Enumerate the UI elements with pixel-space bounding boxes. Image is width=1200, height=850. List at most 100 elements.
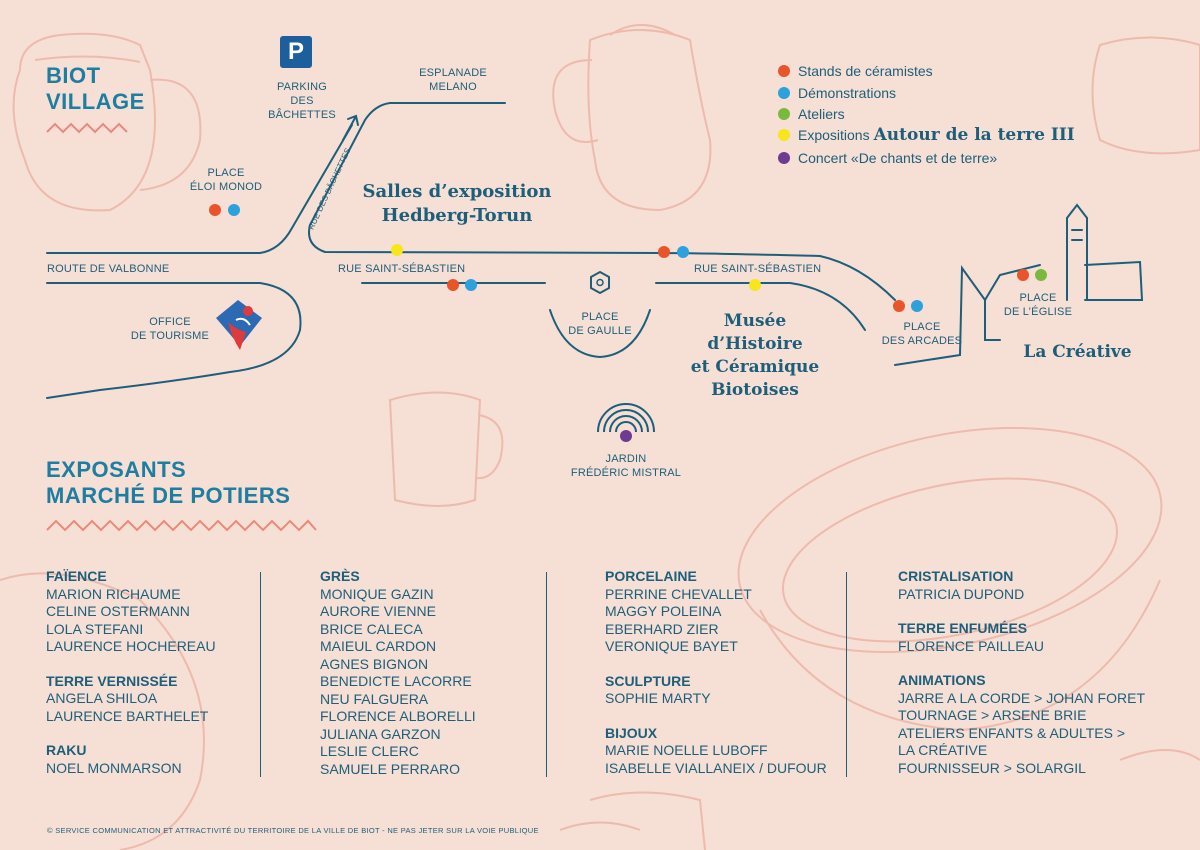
legend-label: Stands de céramistes (798, 63, 933, 79)
group-spacer (605, 656, 827, 673)
exhibitor-name: AURORE VIENNE (320, 603, 436, 619)
exhibitor-name: MAGGY POLEINA (605, 603, 722, 619)
legend-item: Concert «De chants et de terre» (778, 150, 997, 166)
category-heading: RAKU (46, 742, 87, 758)
exhibitor-name: NEU FALGUERA (320, 690, 429, 707)
group-spacer (898, 603, 1145, 620)
column-divider (846, 572, 847, 777)
exhibitor-name: ANGELA SHILOA (46, 690, 158, 706)
orange-dot-icon (778, 65, 790, 77)
title-line-1: BIOT (46, 63, 101, 88)
legend-item: Ateliers (778, 106, 845, 122)
column-divider (546, 572, 547, 777)
exhibitor-name: JARRE A LA CORDE > JOHAN FORET (898, 689, 1146, 706)
legend-item: Démonstrations (778, 85, 896, 101)
page-title: BIOT VILLAGE (46, 63, 145, 115)
exhibitor-name: SAMUELE PERRARO (320, 760, 461, 777)
section-title-line-2: MARCHÉ DE POTIERS (46, 483, 291, 508)
legend-label: Expositions (798, 127, 870, 143)
section-title-line-1: EXPOSANTS (46, 457, 187, 482)
category-heading: GRÈS (320, 568, 360, 584)
exhibitor-name: MARION RICHAUME (46, 585, 181, 602)
exhibitor-name: TOURNAGE > ARSENE BRIE (898, 707, 1087, 723)
group-spacer (605, 708, 827, 725)
yellow-dot-icon (778, 129, 790, 141)
section-title: EXPOSANTS MARCHÉ DE POTIERS (46, 457, 290, 509)
footer-credit: © SERVICE COMMUNICATION ET ATTRACTIVITÉ … (47, 826, 539, 835)
zigzag-decoration (46, 122, 128, 134)
exhibitor-name: FOURNISSEUR > SOLARGIL (898, 759, 1086, 776)
category-heading: CRISTALISATION (898, 568, 1014, 584)
exhibitor-name: LA CRÉATIVE (898, 742, 988, 758)
category-heading: TERRE VERNISSÉE (46, 672, 178, 689)
exhibitor-name: NOEL MONMARSON (46, 759, 182, 776)
legend-label: Concert «De chants et de terre» (798, 150, 998, 166)
exhibitor-name: BENEDICTE LACORRE (320, 673, 472, 689)
group-spacer (46, 656, 216, 673)
exhibitor-name: LAURENCE HOCHEREAU (46, 638, 216, 654)
legend-label: Ateliers (798, 106, 845, 122)
category-heading: SCULPTURE (605, 672, 691, 689)
title-line-2: VILLAGE (46, 89, 145, 114)
rue-saint-sebastien-label: RUE SAINT-SÉBASTIEN (338, 263, 466, 275)
legend-item: Expositions Autour de la terre III (778, 125, 1075, 145)
exhibitor-name: LOLA STEFANI (46, 620, 144, 637)
zigzag-decoration (46, 519, 317, 532)
category-heading: TERRE ENFUMÉES (898, 620, 1028, 636)
exhibitor-name: MONIQUE GAZIN (320, 585, 434, 602)
category-heading: FAÏENCE (46, 568, 107, 584)
exhibitor-name: ISABELLE VIALLANEIX / DUFOUR (605, 759, 827, 776)
parking-icon: P (280, 36, 312, 68)
category-heading: ANIMATIONS (898, 672, 986, 688)
exhibitor-name: MARIE NOELLE LUBOFF (605, 742, 768, 758)
exhibitor-name: EBERHARD ZIER (605, 620, 719, 637)
pottery-decoration (0, 24, 1200, 850)
exhibitor-name: VERONIQUE BAYET (605, 638, 738, 654)
green-dot-icon (778, 108, 790, 120)
exhibitor-name: JULIANA GARZON (320, 725, 441, 742)
group-spacer (46, 725, 216, 742)
exhibitor-name: LESLIE CLERC (320, 743, 419, 759)
arcs-icon (597, 403, 655, 433)
blue-dot-icon (778, 87, 790, 99)
tourism-logo (216, 300, 262, 350)
legend-label: Démonstrations (798, 85, 897, 101)
category-heading: BIJOUX (605, 724, 658, 741)
road-lines (46, 102, 1144, 399)
exhibitor-name: BRICE CALECA (320, 620, 423, 637)
exhibitor-name: FLORENCE PAILLEAU (898, 637, 1045, 654)
route-valbonne-label: ROUTE DE VALBONNE (47, 263, 170, 275)
exhibitor-name: PERRINE CHEVALLET (605, 585, 752, 602)
rue-saint-sebastien-label: RUE SAINT-SÉBASTIEN (694, 263, 822, 275)
exhibitor-name: MAIEUL CARDON (320, 638, 437, 654)
column-divider (260, 572, 261, 777)
exhibitor-name: PATRICIA DUPOND (898, 585, 1025, 602)
hexagon-icon (590, 270, 610, 295)
legend-item: Stands de céramistes (778, 63, 933, 79)
group-spacer (898, 655, 1145, 672)
legend-emphasis: Autour de la terre III (873, 125, 1075, 145)
map-dots (209, 204, 1047, 442)
exhibitor-name: AGNES BIGNON (320, 655, 429, 672)
exhibitor-name: LAURENCE BARTHELET (46, 707, 209, 724)
exhibitor-name: FLORENCE ALBORELLI (320, 708, 476, 724)
purple-dot-icon (778, 152, 790, 164)
la-creative-label: La Créative (1023, 342, 1132, 362)
category-heading: PORCELAINE (605, 568, 697, 584)
